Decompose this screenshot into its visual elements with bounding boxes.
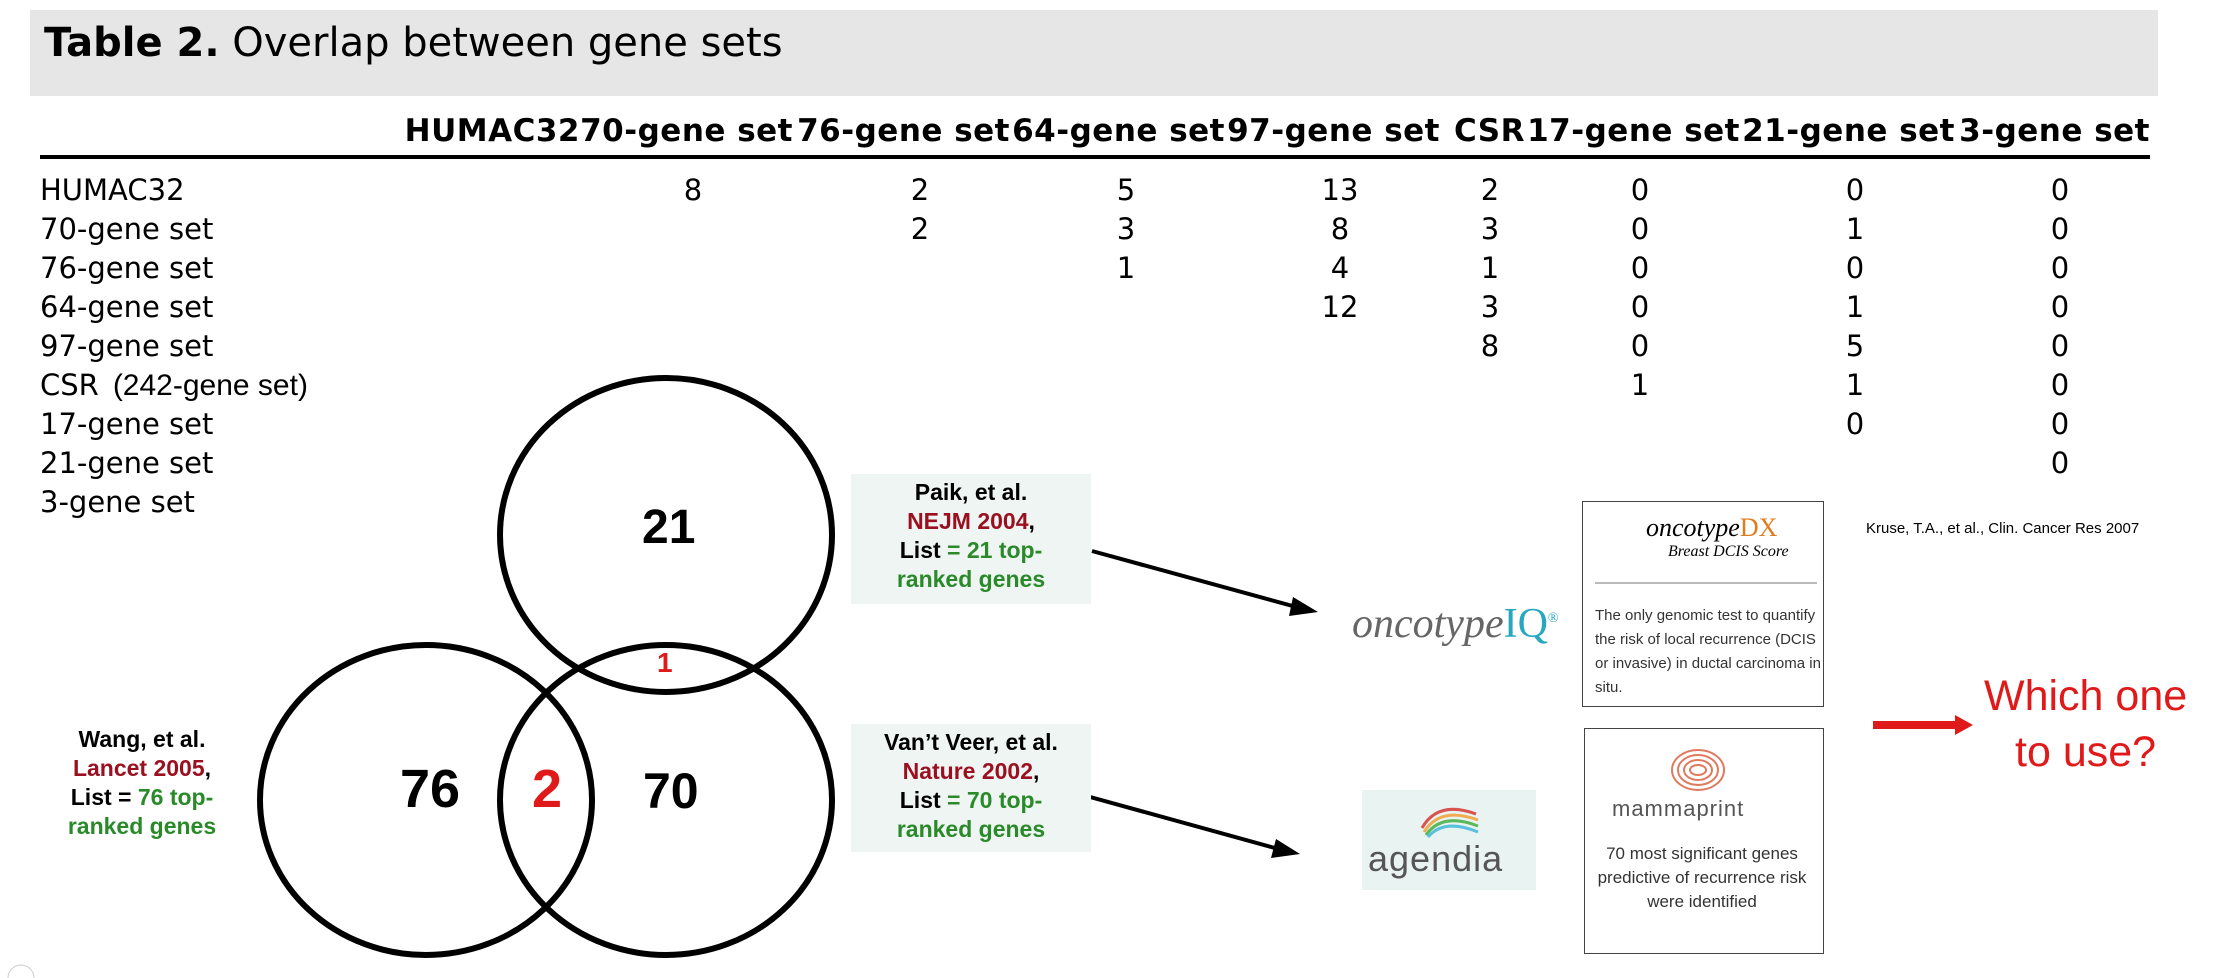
table-cell: 8 (1480, 329, 1500, 363)
row-label: 3-gene set (40, 485, 195, 519)
table-cell: 0 (2050, 212, 2070, 246)
venn-overlap-top: 1 (657, 647, 673, 678)
table-cell: 0 (1630, 329, 1650, 363)
oncotype-dx-title: oncotypeDX (1646, 513, 1778, 542)
row-label: CSR(242-gene set) (40, 368, 308, 402)
row-label: 21-gene set (40, 446, 214, 480)
header-rule (40, 155, 2150, 159)
row-label-sub: (242-gene set) (112, 369, 308, 402)
arrow-paik-head (1289, 597, 1318, 616)
agendia-swirl-icon (1420, 807, 1479, 838)
table-cell: 8 (683, 173, 703, 207)
venn-circle-76 (257, 642, 595, 958)
column-header: 21-gene set (1742, 113, 1955, 149)
row-label: 70-gene set (40, 212, 214, 246)
column-header: 3-gene set (1959, 113, 2150, 149)
table-cell: 1 (1845, 368, 1865, 402)
table-cell: 0 (1845, 407, 1865, 441)
table-cell: 5 (1116, 173, 1136, 207)
arrow-paik (1091, 549, 1301, 610)
table-cell: 0 (1630, 212, 1650, 246)
row-label: HUMAC32 (40, 173, 185, 207)
table-cell: 2 (1480, 173, 1500, 207)
table-cell: 3 (1116, 212, 1136, 246)
row-label: 76-gene set (40, 251, 214, 285)
table-cell: 1 (1480, 251, 1500, 285)
vanveer-callout: Van’t Veer, et al. Nature 2002, List = 7… (851, 724, 1091, 852)
venn-label-76: 76 (400, 759, 461, 819)
row-label: 17-gene set (40, 407, 214, 441)
table-cell: 0 (2050, 290, 2070, 324)
table-cell: 4 (1330, 251, 1350, 285)
corner-mark (7, 964, 35, 978)
column-header: 17-gene set (1527, 113, 1740, 149)
oncotype-dx-body: The only genomic test to quantify the ri… (1595, 607, 1821, 696)
oncotype-dx-card (1582, 501, 1824, 707)
oncotype-iq-logo: oncotypeIQ® (1352, 601, 1559, 647)
table-cell: 0 (1845, 173, 1865, 207)
oncotype-dx-subtitle: Breast DCIS Score (1668, 543, 1789, 560)
column-header: CSR (1453, 113, 1525, 149)
venn-label-70: 70 (643, 763, 699, 819)
table-cell: 0 (2050, 446, 2070, 480)
question-text: Which one to use? (1984, 672, 2188, 776)
venn-circle-21 (497, 375, 835, 695)
red-arrow-head (1955, 715, 1973, 735)
table-title: Table 2. Overlap between gene sets (44, 20, 783, 66)
mammaprint-wordmark: mammaprint (1612, 796, 1745, 821)
wang-callout: Wang, et al. Lancet 2005, List = 76 top-… (67, 726, 217, 839)
table-cell: 5 (1845, 329, 1865, 363)
agendia-logo-box (1362, 790, 1536, 890)
table-cell: 0 (2050, 368, 2070, 402)
oncotype-dx-rule (1595, 582, 1817, 584)
venn-overlap-left: 2 (532, 759, 563, 819)
column-header: 97-gene set (1227, 113, 1440, 149)
table-cell: 1 (1116, 251, 1136, 285)
table-cell: 0 (1630, 251, 1650, 285)
table-cell: 2 (910, 173, 930, 207)
arrow-vanveer (1071, 790, 1283, 852)
table-cell: 1 (1845, 290, 1865, 324)
row-label: 97-gene set (40, 329, 214, 363)
arrow-vanveer-head (1271, 839, 1300, 858)
column-header: 70-gene set (580, 113, 793, 149)
mammaprint-fingerprint-icon (1671, 749, 1725, 791)
table-cell: 0 (1630, 173, 1650, 207)
row-label: 64-gene set (40, 290, 214, 324)
table-cell: 13 (1321, 173, 1359, 207)
table-cell: 12 (1321, 290, 1359, 324)
table-cell: 0 (2050, 173, 2070, 207)
table-cell: 0 (1845, 251, 1865, 285)
table-cell: 0 (2050, 329, 2070, 363)
table-cell: 0 (2050, 251, 2070, 285)
title-bar (30, 10, 2158, 96)
agendia-wordmark: agendia (1368, 838, 1504, 879)
table-cell: 0 (2050, 407, 2070, 441)
mammaprint-body: 70 most significant genes predictive of … (1597, 844, 1807, 911)
table-cell: 3 (1480, 290, 1500, 324)
table-cell: 0 (1630, 290, 1650, 324)
column-header: 64-gene set (1012, 113, 1225, 149)
paik-callout: Paik, et al. NEJM 2004, List = 21 top- r… (851, 474, 1091, 604)
table-cell: 1 (1845, 212, 1865, 246)
table-cell: 1 (1630, 368, 1650, 402)
venn-label-21: 21 (642, 501, 696, 554)
citation: Kruse, T.A., et al., Clin. Cancer Res 20… (1866, 520, 2140, 537)
venn-circle-70 (497, 642, 835, 958)
table-cell: 8 (1330, 212, 1350, 246)
table-cell: 3 (1480, 212, 1500, 246)
column-header: 76-gene set (797, 113, 1010, 149)
table-cell: 2 (910, 212, 930, 246)
red-arrow-shaft (1873, 721, 1957, 729)
column-header: HUMAC32 (404, 113, 580, 149)
